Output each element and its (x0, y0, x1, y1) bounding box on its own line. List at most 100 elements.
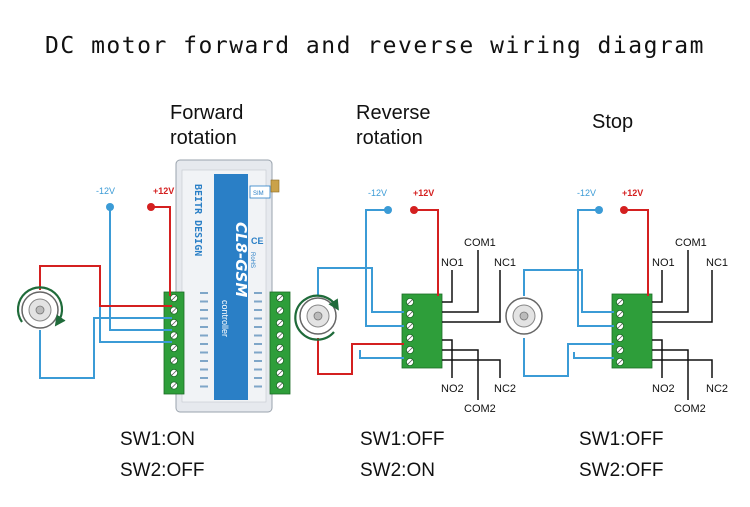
device-print-mark (254, 334, 262, 337)
label-no1: NO1 (652, 257, 675, 269)
device-printed-markings (200, 292, 262, 388)
terminal-screw-slot (617, 299, 623, 305)
panel-forward-sw1: SW1:ON (120, 429, 195, 450)
supply-positive-label: +12V (622, 188, 643, 198)
label-nc2: NC2 (706, 383, 728, 395)
wire-motor-to-relay-a (317, 267, 404, 313)
wire-negative-to-relay (109, 207, 172, 331)
wire-positive-to-relay (624, 209, 649, 296)
device-print-mark (200, 351, 208, 354)
device-print-mark (254, 360, 262, 362)
relay-terminal-screws (405, 297, 414, 366)
wire-negative-to-relay (577, 209, 614, 327)
wire-motor-to-relay-b (39, 265, 172, 307)
device-print-mark (200, 385, 208, 388)
terminal-screw-slot (617, 347, 623, 353)
device-blue-label (214, 174, 248, 400)
panel-reverse-heading: Reverse rotation (356, 101, 430, 151)
rotation-arrow-icon (294, 294, 339, 341)
wire-motor-to-relay-b (317, 338, 404, 375)
panel-stop-diagram: -12V +12V COM1 NO1 NC1 NO2 NC2 COM2 (505, 188, 728, 415)
device-print-mark (254, 309, 262, 311)
device-print-mark (254, 368, 262, 371)
terminal-screw-slot (617, 359, 623, 365)
wire-relay-jumper (359, 350, 404, 359)
relay-terminal-screws (616, 297, 625, 366)
supply-negative-label: -12V (96, 186, 115, 196)
device-print-mark (200, 368, 208, 371)
motor-shaft (313, 311, 323, 321)
terminal-screw-slot (407, 311, 413, 317)
device-rohs-text: RoHS (249, 252, 255, 268)
wire-com2 (442, 349, 479, 400)
wire-nc1 (652, 270, 713, 323)
panel-forward-sw2: SW2:OFF (120, 460, 205, 481)
supply-negative-label: -12V (577, 188, 596, 198)
terminal-screw-slot (171, 357, 177, 364)
label-com1: COM1 (464, 237, 496, 249)
device-print-mark (254, 343, 262, 345)
panel-reverse-heading-line1: Reverse (356, 102, 431, 124)
device-subtitle-text: controller (220, 300, 230, 337)
device-print-mark (200, 317, 208, 320)
terminal-screw-slot (617, 311, 623, 317)
terminal-screw-slot (407, 299, 413, 305)
terminal-screw-slot (171, 345, 177, 351)
wire-nc2 (442, 359, 501, 378)
terminal-screw-slot (407, 359, 413, 365)
device-ce-text: CE (251, 236, 264, 246)
terminal-screw-slot (277, 295, 283, 301)
page-title: DC motor forward and reverse wiring diag… (45, 33, 705, 59)
dc-motor (505, 297, 543, 335)
wire-no1 (652, 270, 663, 303)
device-print-mark (200, 292, 208, 294)
supply-negative-label: -12V (368, 188, 387, 198)
sim-slot (249, 185, 271, 199)
device-terminal-screws (169, 293, 284, 390)
terminal-screw-slot (277, 320, 283, 326)
panel-reverse-heading-line2: rotation (356, 127, 423, 149)
terminal-screw-slot (617, 335, 623, 341)
terminal-screw-slot (171, 320, 177, 326)
terminal-screw-slot (277, 382, 283, 389)
device-model-text: CL8-GSM (232, 222, 250, 297)
supply-positive-label: +12V (413, 188, 434, 198)
panel-forward-heading-line1: Forward (170, 102, 244, 124)
terminal-screw-slot (407, 335, 413, 341)
panel-stop-switch-states: SW1:OFF SW2:OFF (579, 424, 663, 486)
relay-signal-wires (652, 250, 713, 400)
controller-device: CL8-GSM controller BEITR DESIGN SIM CE R… (163, 159, 291, 413)
terminal-screw-slot (171, 307, 177, 314)
wire-motor-to-relay-a (523, 269, 614, 313)
dc-motor (294, 294, 339, 341)
device-print-mark (254, 377, 262, 379)
terminal-screw-slot (407, 347, 413, 353)
wire-relay-jumper (573, 352, 614, 359)
panel-forward-heading-line2: rotation (170, 127, 237, 149)
device-print-mark (254, 317, 262, 320)
wire-com2 (652, 349, 689, 400)
panel-stop-heading: Stop (592, 110, 633, 135)
device-brand-text: BEITR DESIGN (192, 184, 203, 256)
device-right-terminal-strip (269, 291, 291, 395)
label-nc2: NC2 (494, 383, 516, 395)
wire-no2 (442, 339, 453, 378)
relay-signal-wires (442, 250, 501, 400)
terminal-screw-slot (277, 345, 283, 351)
wire-positive-to-relay (414, 209, 439, 296)
device-print-mark (200, 309, 208, 311)
device-print-mark (254, 351, 262, 354)
device-print-mark (200, 334, 208, 337)
label-nc1: NC1 (706, 257, 728, 269)
device-print-mark (254, 326, 262, 328)
panel-reverse-switch-states: SW1:OFF SW2:ON (360, 424, 444, 486)
device-sim-text: SIM (253, 191, 264, 197)
wire-motor-to-relay-a (39, 317, 172, 379)
wire-com1 (652, 250, 689, 313)
wire-motor-to-relay-b (523, 338, 614, 377)
rotation-arrow-icon (16, 286, 66, 327)
terminal-screw-slot (171, 332, 177, 339)
label-com2: COM2 (464, 403, 496, 415)
device-print-mark (200, 326, 208, 328)
